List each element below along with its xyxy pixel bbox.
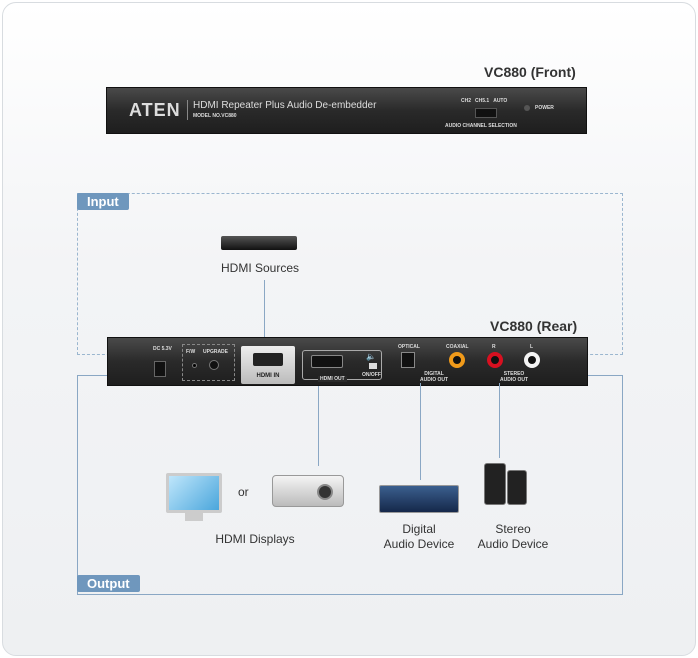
- dc-power-port: [154, 361, 166, 377]
- switch-caption: AUDIO CHANNEL SELECTION: [445, 123, 517, 129]
- l-label: L: [530, 344, 534, 350]
- power-label: POWER: [535, 105, 554, 111]
- hdmi-displays-label: HDMI Displays: [215, 532, 295, 546]
- rear-panel: DC 5.3V F/W UPGRADE HDMI IN HDMI OUT 🔈 O…: [107, 337, 588, 386]
- hdmi-in-port: HDMI IN: [241, 346, 295, 384]
- hdmi-out-label: HDMI OUT: [318, 376, 347, 382]
- digital-out-label-1: DIGITAL: [424, 371, 444, 377]
- fw-switch[interactable]: [192, 363, 197, 368]
- front-title: VC880 (Front): [484, 64, 576, 80]
- digital-label-1: Digital: [402, 522, 436, 536]
- stereo-label-2: Audio Device: [477, 537, 549, 551]
- upgrade-port: [209, 360, 219, 370]
- fw-label: F/W: [186, 349, 196, 355]
- speaker-icon: 🔈: [366, 352, 376, 361]
- audio-r-port: [487, 352, 503, 368]
- product-name: HDMI Repeater Plus Audio De-embedder: [193, 100, 377, 111]
- stereo-out-label-2: AUDIO OUT: [500, 377, 529, 383]
- dc-label: DC 5.3V: [153, 346, 172, 352]
- switch-ch51: CH5.1: [475, 98, 490, 104]
- hdmi-in-label: HDMI IN: [256, 373, 280, 379]
- model-number: MODEL NO.VC880: [193, 113, 237, 119]
- switch-ch2: CH2: [461, 98, 472, 104]
- input-label: Input: [77, 193, 129, 210]
- optical-label: OPTICAL: [398, 344, 420, 350]
- digital-audio-device-icon: [379, 485, 459, 513]
- speaker-right-icon: [507, 470, 527, 505]
- optical-port: [401, 352, 415, 368]
- switch-auto: AUTO: [493, 98, 508, 104]
- coaxial-port: [449, 352, 465, 368]
- or-label: or: [238, 485, 249, 499]
- monitor-icon: [166, 473, 222, 513]
- audio-l-port: [524, 352, 540, 368]
- on-off-label: ON/OFF: [362, 372, 381, 378]
- power-led: [524, 105, 530, 111]
- r-label: R: [492, 344, 496, 350]
- projector-icon: [272, 475, 344, 507]
- aten-logo: ATEN: [129, 100, 181, 120]
- hdmi-source-device-icon: [221, 236, 297, 250]
- audio-on-off-switch[interactable]: [369, 363, 377, 369]
- front-panel: ATEN HDMI Repeater Plus Audio De-embedde…: [106, 87, 587, 134]
- output-label: Output: [77, 575, 140, 592]
- stereo-out-label-1: STEREO: [503, 371, 525, 377]
- digital-out-label-2: AUDIO OUT: [420, 377, 449, 383]
- stereo-label-1: Stereo: [495, 522, 531, 536]
- digital-label-2: Audio Device: [383, 537, 455, 551]
- hdmi-out-port: [311, 355, 343, 368]
- upgrade-label: UPGRADE: [203, 349, 229, 355]
- hdmi-sources-label: HDMI Sources: [220, 261, 300, 275]
- rear-title: VC880 (Rear): [490, 318, 578, 334]
- audio-channel-switch[interactable]: [475, 108, 497, 118]
- coaxial-label: COAXIAL: [446, 344, 469, 350]
- speaker-left-icon: [484, 463, 506, 505]
